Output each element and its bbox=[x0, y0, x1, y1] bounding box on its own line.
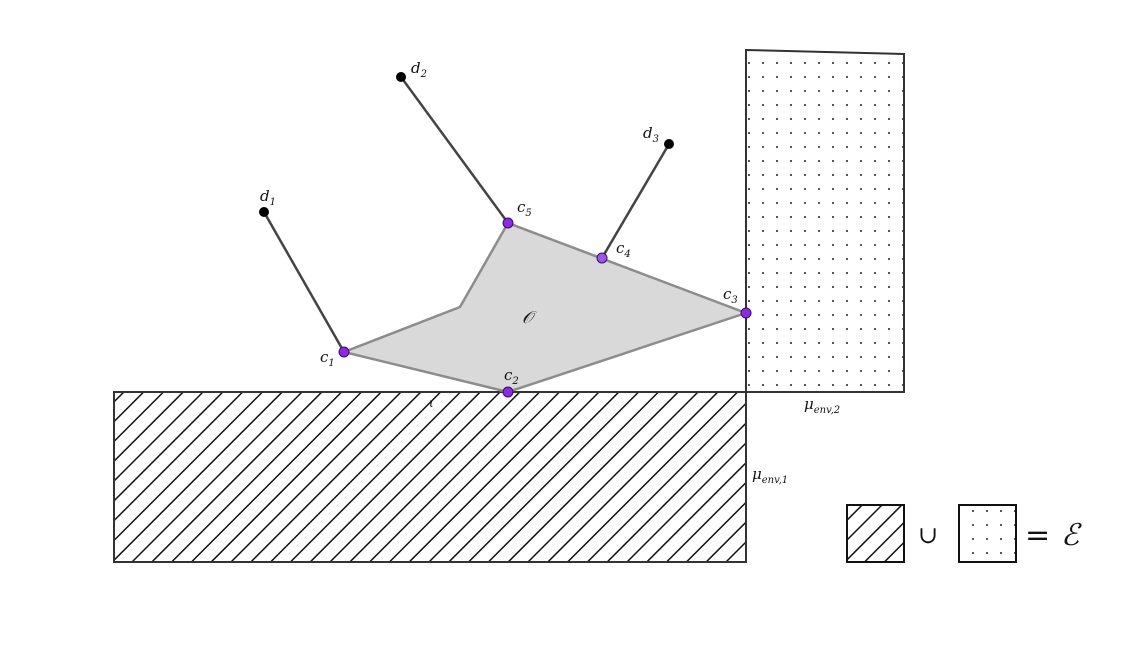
link-c5-d2 bbox=[399, 76, 510, 224]
env-region-1 bbox=[113, 391, 747, 563]
legend-hatch-swatch bbox=[846, 504, 905, 563]
label-d1: d1 bbox=[260, 187, 276, 208]
legend-union-symbol: ∪ bbox=[918, 521, 938, 549]
label-d2: d2 bbox=[411, 59, 427, 80]
legend-result-label: ℰ bbox=[1061, 518, 1082, 553]
legend: ∪ = ℰ bbox=[846, 504, 1082, 563]
contact-point-c3 bbox=[740, 307, 752, 319]
contact-point-c4 bbox=[596, 252, 608, 264]
contact-point-c2 bbox=[502, 386, 514, 398]
label-c2: c2 bbox=[504, 366, 519, 387]
label-c1: c1 bbox=[320, 348, 335, 369]
label-c4: c4 bbox=[616, 239, 631, 260]
legend-equals-symbol: = bbox=[1025, 518, 1050, 553]
label-env-2: μenv,2 bbox=[804, 395, 840, 416]
contact-point-c5 bbox=[502, 217, 514, 229]
endpoint-d3 bbox=[664, 139, 674, 149]
link-c4-d3 bbox=[600, 143, 671, 259]
iota-label: ι bbox=[429, 396, 434, 410]
link-c1-d1 bbox=[262, 211, 346, 353]
label-d3: d3 bbox=[643, 124, 659, 145]
contact-point-c1 bbox=[338, 346, 350, 358]
env-region-2 bbox=[745, 48, 905, 393]
endpoint-d2 bbox=[396, 72, 406, 82]
label-env-1: μenv,1 bbox=[752, 465, 788, 486]
legend-dots-swatch bbox=[958, 504, 1017, 563]
label-c3: c3 bbox=[723, 285, 738, 306]
object-polygon bbox=[342, 221, 748, 394]
endpoint-d1 bbox=[259, 207, 269, 217]
label-c5: c5 bbox=[517, 198, 532, 219]
